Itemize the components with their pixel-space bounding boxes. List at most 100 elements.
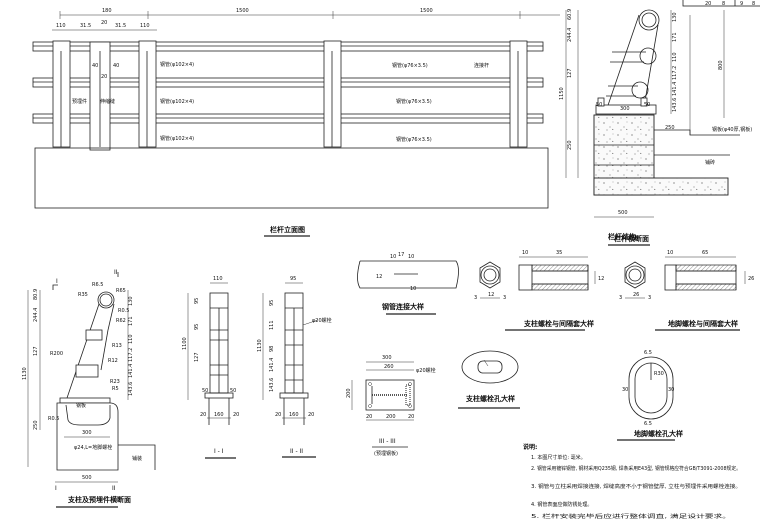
support-label-r4: R0.5 [118, 308, 129, 314]
support-cross-section: I II I II 1130 80.9 244.4 127 250 R6.5 R… [22, 269, 156, 508]
support-label-r2: R35 [78, 292, 88, 298]
section-side-height: 800 [718, 60, 724, 70]
large-nut-detail: 栏杆结构 3 26 3 10 65 26 地脚螺栓与间隔套大样 [608, 232, 754, 331]
support-left-dim-1: 80.9 [33, 289, 39, 300]
section1-width: 110 [213, 276, 223, 282]
dim-sub-3: 20 [101, 20, 107, 26]
rail-label-5: 钢管(φ76×3.5) [396, 98, 432, 105]
slot-small-title: 支柱螺栓孔大样 [465, 394, 515, 403]
section1-bottom-dim-2: 160 [214, 412, 224, 418]
section1-dim-5: 50 [230, 388, 236, 394]
support-side-label: 铺装 [132, 455, 142, 462]
section1-bottom-dim-3: 20 [233, 412, 239, 418]
section-left-dim-2: 244.4 [567, 28, 573, 42]
small-nut-detail: 3 12 3 10 35 12 支柱螺栓与间隔套大样 [474, 250, 604, 331]
section1-dim-1: 95 [194, 298, 200, 304]
section-label-plate: 钢板(φ40厚,钢板) [712, 126, 752, 133]
section-total-height: 1150 [559, 87, 565, 100]
dim-gap-1: 40 [92, 63, 98, 69]
support-label-r8: R23 [110, 379, 120, 385]
nut-small-title: 支柱螺栓与间隔套大样 [523, 319, 594, 328]
support-label-r7: R12 [108, 358, 118, 364]
slot-large-dim-bottom: 6.5 [644, 421, 652, 427]
slot-large-dim-right: 30 [668, 387, 674, 393]
notes: 说明: 1. 本图尺寸单位: 毫米。 2. 钢管采用镀锌钢管, 钢材采用Q235… [523, 443, 741, 520]
support-right-dim-4: 117.2 [128, 348, 134, 362]
marker-II-top: II [114, 269, 118, 276]
section-inner-right: 50 [644, 102, 650, 108]
pipe-dim-3: 10 [408, 254, 414, 260]
support-left-dim-10: 250 [33, 420, 39, 430]
section1-dim-4: 50 [202, 388, 208, 394]
section2-width: 95 [290, 276, 296, 282]
pipe-joint-detail: 10 17 10 12 10 钢管连接大样 [357, 252, 459, 315]
marker-I-top: I [56, 278, 58, 285]
section2-dim-5: 143.6 [269, 378, 275, 392]
support-section-title: 支柱及预埋件横断面 [67, 495, 131, 504]
section-base-width: 500 [618, 210, 628, 216]
support-label-r10: R200 [50, 351, 63, 357]
section-label-paving: 铺砖 [705, 159, 715, 166]
dim-top-1: 180 [102, 8, 112, 14]
nut-large-title: 地脚螺栓与间隔套大样 [668, 319, 738, 328]
slot-large-title: 地脚螺栓孔大样 [634, 429, 683, 438]
title-block-cell-4: 8 [752, 1, 755, 7]
support-right-dim-2: 171 [128, 316, 134, 326]
nut-large-dim-c: 3 [648, 295, 651, 301]
section3-bottom-dim-5: 20 [408, 414, 414, 420]
pipe-dim-4: 12 [376, 274, 382, 280]
section-left-dim-5: 127 [567, 68, 573, 78]
section1-bottom-dim-1: 20 [200, 412, 206, 418]
section3-bottom-dim-1: 20 [366, 414, 372, 420]
slot-large-dim-left: 30 [622, 387, 628, 393]
section1-dim-2: 95 [194, 324, 200, 330]
dim-top-3: 1500 [420, 8, 433, 14]
small-bolt-hole-detail: 支柱螺栓孔大样 [458, 350, 520, 409]
nut-large-dim-len2: 65 [702, 250, 708, 256]
nut-large-dim-a: 3 [619, 295, 622, 301]
support-left-dim-5: 127 [33, 346, 39, 356]
nut-small-dim-a: 3 [474, 295, 477, 301]
dim-sub-1: 110 [56, 23, 66, 29]
dim-sub-4: 31.5 [115, 23, 126, 29]
note-3: 3. 钢管与立柱采用焊接连接, 焊缝高度不小于钢管壁厚, 立柱与预埋件采用螺栓连… [531, 483, 741, 490]
section-inner-left: 50 [596, 102, 602, 108]
dim-top-2: 1500 [236, 8, 249, 14]
label-connector: 连接杆 [474, 62, 489, 69]
title-block-cell-1: 20 [705, 1, 711, 7]
rail-label-3: 钢管(φ102×4) [160, 135, 194, 142]
section2-bolt-label: φ20螺栓 [312, 317, 332, 324]
section3-height: 200 [346, 388, 352, 398]
support-left-dim-2: 244.4 [33, 308, 39, 322]
title-block: 20 8 9 8 [682, 0, 760, 7]
section-left-dim-1: 60.9 [567, 9, 573, 20]
section-right-dim-2: 171 [672, 32, 678, 42]
nut-small-dim-c: 3 [503, 295, 506, 301]
section2-dim-3: 98 [269, 346, 275, 352]
nut-small-dim-len1: 10 [522, 250, 528, 256]
support-right-dim-3: 110 [128, 334, 134, 344]
section3-bolt-label: φ20螺栓 [416, 367, 436, 374]
support-label-r1: R6.5 [92, 282, 103, 288]
section3-title: III - III [379, 438, 396, 445]
nut-small-dim-h: 12 [598, 276, 604, 282]
section2-title: II - II [290, 448, 303, 455]
title-block-cell-3: 9 [740, 1, 743, 7]
section1-dim-3: 127 [194, 352, 200, 362]
label-embedded: 预埋件 [72, 98, 87, 105]
support-right-dim-5: 141.4 [128, 364, 134, 378]
section2-dim-4: 141.4 [269, 358, 275, 372]
elevation-title: 栏杆立面图 [270, 225, 305, 234]
nut-large-dim-h: 26 [748, 276, 754, 282]
section2-bottom-dim-3: 20 [308, 412, 314, 418]
rail-label-4: 钢管(φ76×3.5) [392, 62, 428, 69]
label-expansion: 伸缩缝 [100, 98, 115, 105]
dim-gap-3: 20 [101, 74, 107, 80]
nut-large-dim-b: 26 [633, 292, 639, 298]
support-total-height: 1130 [22, 367, 28, 380]
rail-label-6: 钢管(φ76×3.5) [396, 136, 432, 143]
dim-sub-2: 31.5 [80, 23, 91, 29]
rail-label-2: 钢管(φ102×4) [160, 98, 194, 105]
support-label-r6: R13 [112, 343, 122, 349]
section3-bottom-dim-3: 200 [386, 414, 396, 420]
